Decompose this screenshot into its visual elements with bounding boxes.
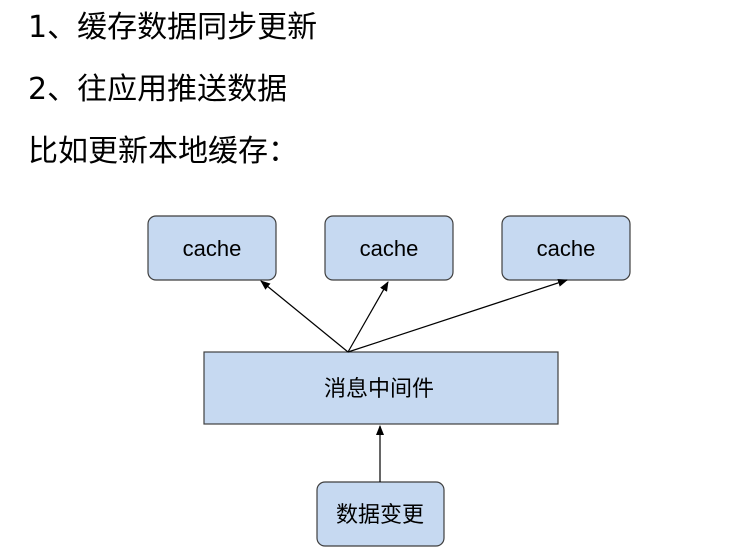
arrow-to-cache-1 [260,280,349,353]
arrow-to-cache-3 [347,279,568,353]
cache-node-1-label: cache [183,236,242,261]
middleware-label: 消息中间件 [324,377,434,402]
text-line-3: 比如更新本地缓存： [28,134,298,169]
text-line-2: 2、往应用推送数据 [28,72,288,107]
cache-node-2: cache [324,215,454,281]
arrow-to-cache-2 [347,281,389,353]
cache-node-2-label: cache [360,236,419,261]
text-line-1: 1、缓存数据同步更新 [28,10,318,45]
source-node: 数据变更 [316,481,445,547]
source-node-label: 数据变更 [336,503,424,528]
cache-node-3-label: cache [537,236,596,261]
middleware-node: 消息中间件 [203,351,559,425]
cache-node-3: cache [501,215,631,281]
cache-node-1: cache [147,215,277,281]
